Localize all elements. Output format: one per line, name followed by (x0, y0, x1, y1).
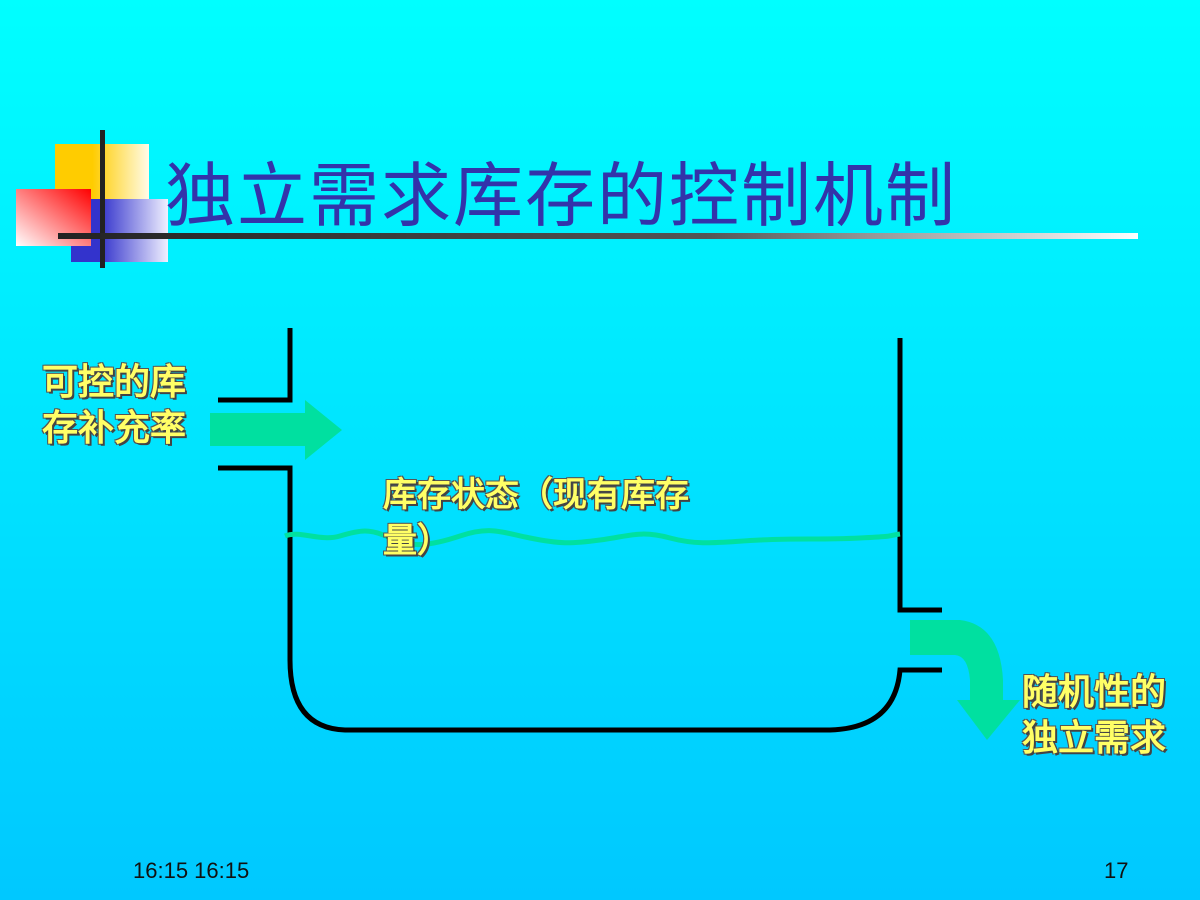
title-decoration (16, 130, 1138, 268)
inflow-label-line: 存补充率 (42, 408, 187, 449)
stock-label-line: 库存状态（现有库存 (383, 475, 689, 515)
tank-walls (218, 328, 942, 733)
footer-time: 16:15 16:15 (133, 858, 250, 883)
inflow-arrow (210, 400, 342, 460)
slide-title: 独立需求库存的控制机制 (165, 155, 957, 237)
outflow-label-line: 随机性的 (1022, 672, 1167, 713)
stock-level-wave (284, 528, 901, 548)
stock-label: 库存状态（现有库存 量） (383, 472, 689, 564)
outflow-label-line: 独立需求 (1022, 718, 1167, 759)
page-number: 17 (1104, 858, 1129, 883)
inflow-label: 可控的库 存补充率 (42, 360, 186, 452)
outflow-label: 随机性的 独立需求 (1022, 670, 1166, 762)
outflow-arrow (910, 620, 1020, 740)
stock-label-line: 量） (383, 521, 451, 561)
inflow-label-line: 可控的库 (42, 362, 187, 403)
